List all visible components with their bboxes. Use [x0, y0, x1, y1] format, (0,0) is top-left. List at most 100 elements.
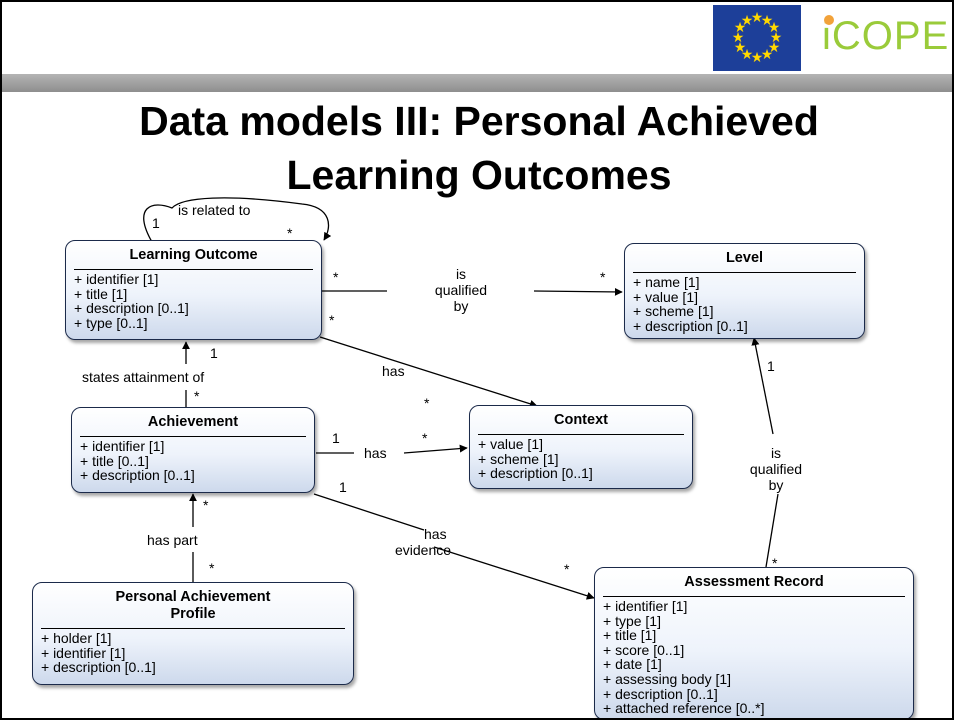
ach-context-label: has — [364, 445, 387, 461]
class-divider — [633, 272, 856, 273]
related-label: is related to — [178, 202, 251, 218]
attribute: + attached reference [0..*] — [603, 700, 765, 717]
personal-achievement-profile-class[interactable]: Personal Achievement Profile + holder [1… — [32, 582, 354, 685]
attribute: + scheme [1] — [478, 450, 559, 467]
attribute: + identifier [1] — [74, 271, 159, 287]
title-line-2: Learning Outcomes — [286, 152, 672, 198]
svg-text:★: ★ — [768, 19, 781, 35]
class-name-line-1: Personal Achievement — [115, 589, 271, 605]
learning-outcome-class[interactable]: Learning Outcome + identifier [1] + titl… — [65, 240, 322, 340]
ar-level-mult-from: * — [772, 555, 778, 571]
class-divider — [603, 596, 905, 597]
lo-level-line-b — [533, 287, 623, 296]
lo-level-label-2: qualified — [435, 282, 487, 298]
attribute: + description [0..1] — [478, 465, 593, 482]
attribute: + title [1] — [74, 285, 128, 302]
attribute: + scheme [1] — [633, 303, 714, 320]
attribute: + value [1] — [478, 436, 543, 452]
attribute: + identifier [1] — [80, 438, 165, 454]
class-name: Level — [725, 250, 764, 266]
ar-level-mult-to: 1 — [767, 358, 775, 374]
header-bar — [2, 74, 952, 92]
ar-level-label-1: is — [771, 445, 781, 461]
svg-text:★: ★ — [751, 49, 764, 65]
icoper-logo-text: iCOPER — [822, 14, 952, 58]
svg-text:★: ★ — [741, 46, 754, 62]
svg-text:★: ★ — [734, 19, 747, 35]
svg-text:★: ★ — [734, 39, 747, 55]
attribute: + value [1] — [633, 288, 698, 305]
class-divider — [478, 434, 684, 435]
assessment-record-class[interactable]: Assessment Record + identifier [1] + typ… — [594, 567, 914, 718]
attribute: + identifier [1] — [603, 598, 688, 614]
evidence-line-b — [433, 546, 595, 600]
attribute: + description [0..1] — [74, 300, 189, 317]
attribute: + score [0..1] — [603, 641, 685, 658]
class-divider — [80, 436, 306, 437]
attribute: + description [0..1] — [41, 659, 156, 676]
has-part-mult-top: * — [203, 497, 209, 513]
lo-context-label: has — [382, 363, 405, 379]
logo-dot-icon — [824, 15, 834, 25]
evidence-line-a — [313, 493, 425, 531]
svg-text:★: ★ — [761, 12, 774, 28]
attainment-label: states attainment of — [82, 369, 204, 385]
icoper-logo: iCOPER — [808, 2, 952, 74]
class-divider — [41, 628, 345, 629]
ar-level-label-3: by — [769, 477, 784, 493]
related-line — [143, 197, 332, 243]
lo-level-label-1: is — [456, 266, 466, 282]
svg-text:★: ★ — [741, 12, 754, 28]
attribute: + assessing body [1] — [603, 670, 732, 687]
svg-text:★: ★ — [770, 29, 783, 45]
lo-context-line — [319, 336, 538, 408]
ar-level-line-b — [751, 337, 774, 435]
svg-text:★: ★ — [768, 39, 781, 55]
attribute: + type [0..1] — [74, 314, 148, 331]
related-mult-from: 1 — [152, 215, 160, 231]
attribute: + date [1] — [603, 656, 662, 673]
class-name: Achievement — [147, 414, 239, 430]
ar-level-line-a — [765, 493, 779, 568]
attribute: + title [1] — [603, 627, 657, 644]
attribute: + holder [1] — [41, 630, 112, 646]
class-name: Learning Outcome — [129, 247, 258, 263]
class-name-line-2: Profile — [170, 606, 216, 622]
achievement-class[interactable]: Achievement + identifier [1] + title [0.… — [71, 407, 315, 493]
eu-stars-icon: ★★★ ★★★ ★★★ ★★★ — [732, 9, 783, 65]
lo-level-mult-from: * — [333, 269, 339, 285]
svg-text:★: ★ — [761, 46, 774, 62]
has-part-label: has part — [147, 532, 198, 548]
ach-context-mult-to: * — [422, 430, 428, 446]
svg-text:★: ★ — [751, 9, 764, 25]
evidence-mult-to: * — [564, 561, 570, 577]
class-name: Context — [554, 412, 608, 428]
slide-title: Data models III: Personal Achieved Learn… — [2, 94, 952, 202]
context-class[interactable]: Context + value [1] + scheme [1] + descr… — [469, 405, 693, 489]
attribute: + name [1] — [633, 274, 700, 290]
class-name: Assessment Record — [684, 574, 824, 590]
ach-context-line-b — [403, 444, 468, 454]
has-part-mult-bottom: * — [209, 560, 215, 576]
attribute: + identifier [1] — [41, 644, 126, 661]
eu-flag-logo: ★★★ ★★★ ★★★ ★★★ — [713, 5, 801, 71]
attribute: + description [0..1] — [80, 467, 195, 484]
ach-context-mult-from: 1 — [332, 430, 340, 446]
lo-context-mult-from: * — [329, 312, 335, 328]
evidence-mult-from: 1 — [339, 479, 347, 495]
svg-text:★: ★ — [732, 29, 745, 45]
level-class[interactable]: Level + name [1] + value [1] + scheme [1… — [624, 243, 865, 339]
class-divider — [74, 269, 313, 270]
ar-level-label-2: qualified — [750, 461, 802, 477]
lo-level-label-3: by — [454, 298, 469, 314]
evidence-label-2: evidence — [395, 542, 451, 558]
attainment-mult-from: * — [194, 388, 200, 404]
attribute: + type [1] — [603, 612, 661, 629]
attribute: + title [0..1] — [80, 452, 149, 469]
attribute: + description [0..1] — [633, 317, 748, 334]
lo-context-mult-to: * — [424, 395, 430, 411]
lo-level-mult-to: * — [600, 269, 606, 285]
title-line-1: Data models III: Personal Achieved — [139, 98, 819, 144]
